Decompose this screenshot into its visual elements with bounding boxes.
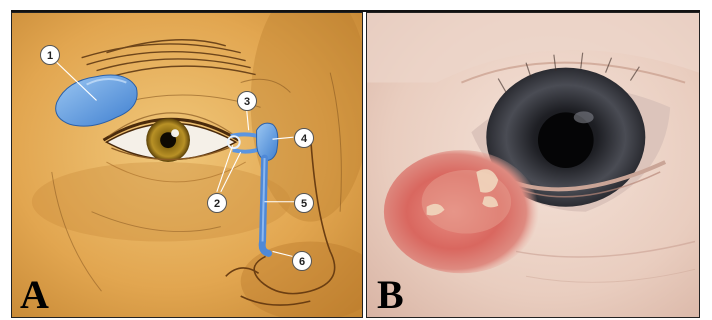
callout-4: 4 bbox=[294, 128, 314, 148]
panel-label-a: A bbox=[20, 275, 49, 315]
callout-5: 5 bbox=[294, 193, 314, 213]
panel-a-illustration: 1 2 3 4 5 6 A bbox=[11, 12, 363, 318]
clinical-photo bbox=[367, 13, 699, 317]
panel-b-photo: B bbox=[366, 12, 700, 318]
callout-1: 1 bbox=[40, 45, 60, 65]
lacrimal-anatomy-drawing bbox=[12, 13, 362, 317]
lacrimal-sac bbox=[257, 123, 278, 160]
callout-6: 6 bbox=[292, 251, 312, 271]
callout-2: 2 bbox=[207, 193, 227, 213]
callout-3: 3 bbox=[237, 91, 257, 111]
panel-label-b: B bbox=[377, 275, 404, 315]
